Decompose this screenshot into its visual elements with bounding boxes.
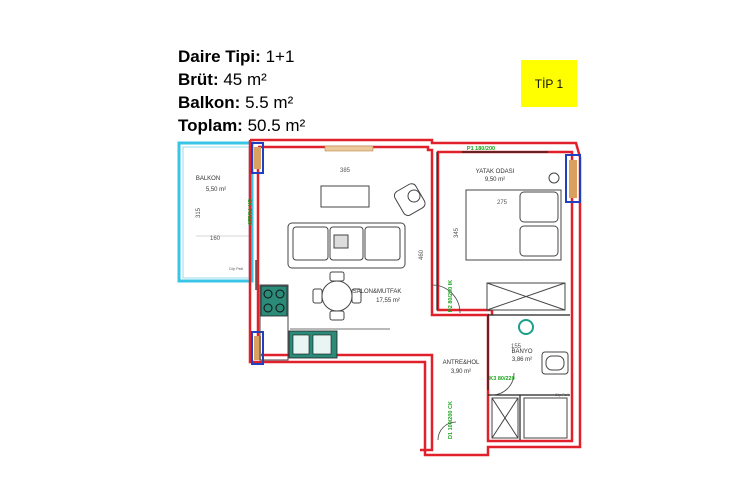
dim-yatak-width: 275: [497, 200, 508, 206]
kitchen-sink: [288, 330, 338, 359]
stove: [260, 285, 288, 317]
apartment-info: Daire Tipi: 1+1 Brüt: 45 m² Balkon: 5.5 …: [178, 45, 305, 137]
yatak-area: 9,50 m²: [485, 177, 505, 183]
balcony-outline: [177, 141, 254, 283]
column-2-fill: [569, 160, 577, 198]
balkon-name: BALKON: [196, 176, 220, 182]
bed: [465, 172, 562, 261]
salon-name: SALON&MUTFAK: [353, 289, 402, 295]
cop-balkon-tag: Cöp Peki: [229, 267, 243, 271]
wall-outline: [248, 138, 582, 457]
dim-yatak-height: 345: [454, 227, 460, 238]
window-salon: [324, 145, 374, 152]
brut-label: Brüt:: [178, 70, 219, 89]
column-1-fill: [254, 147, 261, 169]
daire-tipi-label: Daire Tipi:: [178, 47, 261, 66]
antre-area: 3,90 m²: [451, 369, 471, 375]
coffee-table: [320, 185, 370, 208]
bathroom-fixtures: [491, 319, 569, 439]
window-p1-label: P1 180/200: [467, 146, 495, 152]
dining-set: [312, 271, 362, 321]
cop-banyo-tag: Cöp Peki: [555, 393, 569, 397]
banyo-door-label: K3 80/220: [489, 376, 514, 382]
dim-balkon-width: 160: [210, 236, 221, 242]
toplam-label: Toplam:: [178, 116, 243, 135]
banyo-area: 3,86 m²: [512, 357, 532, 363]
column-1: [251, 142, 264, 174]
doors: [431, 284, 515, 441]
dim-salon-height: 460: [419, 249, 425, 260]
brut-value: 45 m²: [223, 70, 267, 89]
type-badge: TİP 1: [521, 60, 577, 107]
balkon-door-label: SK 70/220: [246, 199, 252, 225]
balkon-label: Balkon:: [178, 93, 241, 112]
dim-salon-width: 385: [340, 168, 351, 174]
column-3-fill: [254, 336, 261, 360]
antre-name: ANTRE&HOL: [443, 360, 480, 366]
salon-area: 17,55 m²: [376, 298, 400, 304]
interior-walls: [255, 152, 570, 440]
balcony-inner: [182, 146, 250, 279]
column-3: [251, 331, 264, 365]
entry-door-label: D1 100/200 CK: [448, 401, 454, 439]
dim-balkon-height: 315: [196, 207, 202, 218]
balkon-value: 5.5 m²: [245, 93, 294, 112]
banyo-name: BANYO: [511, 349, 532, 355]
wardrobe: [486, 282, 566, 311]
armchair: [393, 183, 426, 216]
dim-banyo-width: 155: [511, 344, 522, 350]
column-2: [565, 154, 581, 203]
kitchen-counter: [259, 284, 289, 361]
daire-tipi-value: 1+1: [265, 47, 295, 66]
balkon-area: 5,50 m²: [206, 187, 226, 193]
yatak-name: YATAK ODASI: [476, 169, 515, 175]
toplam-value: 50.5 m²: [247, 116, 306, 135]
sofa: [287, 222, 406, 269]
yatak-door-label: D2 80/200 IK: [448, 280, 454, 312]
